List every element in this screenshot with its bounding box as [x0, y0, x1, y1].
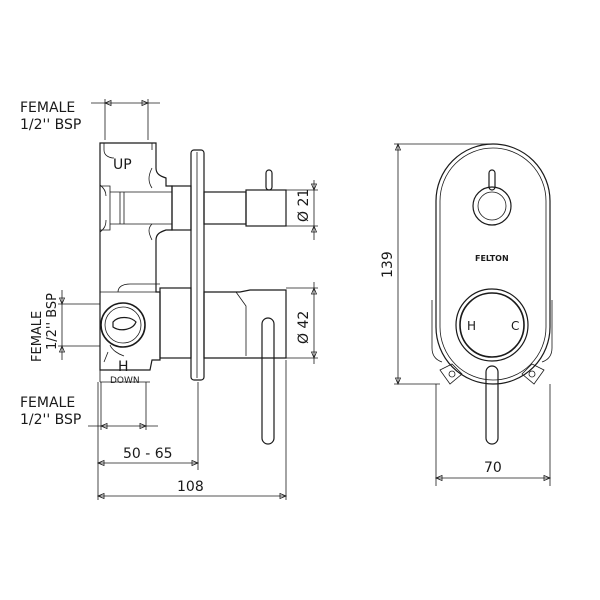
diameter-dimensions: Ø 21 Ø 42	[286, 180, 318, 364]
mixer-handle	[159, 287, 287, 445]
lever-arm	[261, 317, 275, 445]
down-marking: DOWN	[110, 376, 140, 386]
wall-box-outline	[431, 300, 553, 363]
top-female-label: FEMALE	[20, 100, 75, 116]
top-inlet-dimension: FEMALE 1/2'' BSP	[20, 99, 160, 140]
depth-total-label: 108	[177, 479, 204, 495]
front-lever	[485, 365, 499, 445]
side-view: FEMALE 1/2'' BSP UP H DOWN	[20, 99, 318, 500]
bottom-female-label: FEMALE	[20, 395, 75, 411]
cold-mark: C	[511, 319, 519, 333]
height-dimension: 139	[380, 142, 494, 386]
bottom-inlet-circle	[100, 302, 146, 348]
depth-dimensions: 50 - 65 108	[96, 360, 288, 500]
inlet-key-shape	[112, 316, 137, 331]
depth-range-label: 50 - 65	[123, 446, 173, 462]
side-inlet-dimension: FEMALE 1/2'' BSP	[30, 290, 100, 362]
side-female-label: FEMALE	[30, 311, 45, 362]
up-marking: UP	[113, 157, 132, 173]
mixer-dial-front: H C	[455, 288, 529, 445]
mounting-lugs	[439, 363, 545, 385]
side-bsp-label: 1/2'' BSP	[45, 293, 60, 350]
top-bsp-label: 1/2'' BSP	[20, 117, 81, 133]
height-label: 139	[380, 251, 396, 278]
wall-plate	[190, 149, 205, 381]
small-knob	[245, 189, 287, 227]
diverter-knob-front	[472, 169, 512, 226]
brand-logo: FELTON	[475, 254, 509, 263]
h-marking: H	[118, 359, 129, 375]
bottom-inlet-dimension: FEMALE 1/2'' BSP	[20, 382, 158, 430]
front-view: 139 FELTON H C 70	[380, 142, 553, 486]
mixer-body: UP H DOWN	[99, 142, 173, 386]
diverter-pin	[265, 169, 273, 191]
width-dimension: 70	[434, 384, 552, 486]
bottom-bsp-label: 1/2'' BSP	[20, 412, 81, 428]
hot-mark: H	[467, 319, 476, 333]
faceplate	[435, 143, 551, 385]
dia-small-label: Ø 21	[296, 189, 312, 222]
diverter-spindle	[171, 169, 287, 231]
dia-large-label: Ø 42	[296, 311, 312, 344]
width-label: 70	[484, 460, 502, 476]
